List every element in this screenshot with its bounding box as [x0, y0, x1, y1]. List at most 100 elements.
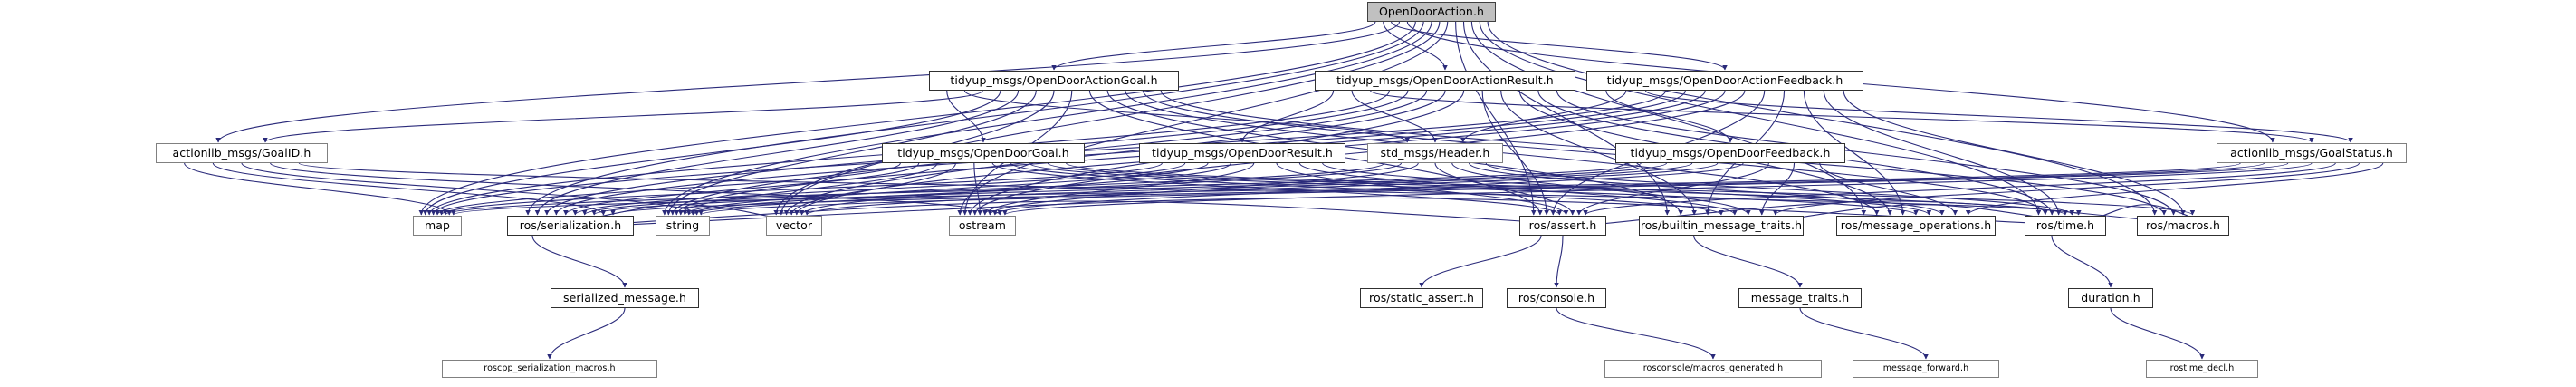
graph-edge: [1322, 162, 1932, 216]
graph-node-label: message_forward.h: [1882, 363, 1969, 374]
graph-edge: [610, 162, 2265, 216]
graph-edge: [1843, 90, 2186, 216]
graph-edge: [1605, 90, 1733, 143]
graph-node-goal_status[interactable]: actionlib_msgs/GoalStatus.h: [2217, 143, 2407, 163]
graph-edge: [1240, 90, 1335, 143]
graph-node-label: tidyup_msgs/OpenDoorResult.h: [1152, 145, 1333, 160]
graph-edge: [1823, 90, 2062, 216]
graph-edge: [1799, 307, 1929, 360]
graph-edge: [982, 162, 1255, 216]
graph-node-label: rostime_decl.h: [2169, 363, 2235, 374]
graph-node-open_door_result[interactable]: tidyup_msgs/OpenDoorResult.h: [1139, 143, 1345, 163]
graph-node-message_traits[interactable]: message_traits.h: [1738, 288, 1862, 308]
graph-node-duration[interactable]: duration.h: [2068, 288, 2153, 308]
graph-node-label: ros/macros.h: [2145, 218, 2221, 232]
graph-edge: [1451, 162, 1751, 216]
graph-edge: [418, 21, 1416, 216]
graph-node-label: std_msgs/Header.h: [1380, 145, 1490, 160]
graph-edge: [1462, 21, 1671, 216]
graph-edge: [678, 162, 938, 216]
graph-edge: [1468, 162, 1945, 216]
graph-edge: [553, 90, 1686, 216]
graph-node-label: string: [666, 218, 700, 232]
graph-edge: [591, 162, 1667, 216]
graph-edge: [531, 235, 627, 288]
graph-node-label: tidyup_msgs/OpenDoorActionGoal.h: [950, 73, 1158, 87]
graph-node-ros_builtin_traits[interactable]: ros/builtin_message_traits.h: [1639, 216, 1804, 236]
graph-edge: [987, 162, 1419, 216]
graph-node-label: roscpp_serialization_macros.h: [484, 363, 616, 374]
graph-node-serialized_message[interactable]: serialized_message.h: [551, 288, 699, 308]
graph-edge: [1556, 307, 1716, 360]
graph-node-result_action[interactable]: tidyup_msgs/OpenDoorActionResult.h: [1315, 71, 1575, 91]
graph-edge: [547, 307, 626, 360]
graph-node-label: tidyup_msgs/OpenDoorActionFeedback.h: [1606, 73, 1843, 87]
graph-edge: [992, 162, 1744, 216]
graph-node-label: map: [424, 218, 451, 232]
graph-node-open_door_goal[interactable]: tidyup_msgs/OpenDoorGoal.h: [882, 143, 1085, 163]
graph-edge: [1576, 162, 1769, 216]
graph-node-std_header[interactable]: std_msgs/Header.h: [1367, 143, 1503, 163]
graph-edge: [963, 90, 1410, 143]
graph-node-ostream[interactable]: ostream: [949, 216, 1016, 236]
graph-edge: [1479, 21, 2042, 216]
graph-node-label: duration.h: [2081, 290, 2140, 305]
graph-node-goal_action[interactable]: tidyup_msgs/OpenDoorActionGoal.h: [929, 71, 1179, 91]
graph-edge: [525, 21, 1424, 216]
graph-edge: [973, 162, 982, 216]
graph-node-ros_message_ops[interactable]: ros/message_operations.h: [1836, 216, 1996, 236]
graph-edge: [451, 162, 2241, 216]
graph-node-message_forward[interactable]: message_forward.h: [1853, 360, 1999, 378]
graph-node-label: OpenDoorAction.h: [1378, 4, 1485, 18]
graph-node-rosconsole_macros_gen[interactable]: rosconsole/macros_generated.h: [1604, 360, 1822, 378]
graph-edge: [241, 162, 700, 216]
graph-node-open_door_feedback[interactable]: tidyup_msgs/OpenDoorFeedback.h: [1615, 143, 1845, 163]
graph-node-label: ostream: [958, 218, 1007, 232]
graph-edge: [443, 162, 1642, 216]
graph-node-rostime_decl[interactable]: rostime_decl.h: [2146, 360, 2258, 378]
graph-node-ros_time[interactable]: ros/time.h: [2025, 216, 2106, 236]
graph-edge: [212, 162, 607, 216]
graph-node-label: tidyup_msgs/OpenDoorActionResult.h: [1336, 73, 1554, 87]
graph-edge: [957, 21, 1449, 216]
graph-edge: [1693, 235, 1803, 288]
graph-edge: [1554, 235, 1564, 288]
graph-node-vector[interactable]: vector: [766, 216, 822, 236]
graph-edge: [263, 90, 983, 143]
graph-node-map[interactable]: map: [413, 216, 462, 236]
graph-edge: [1276, 162, 1569, 216]
graph-edge: [1351, 90, 1438, 143]
graph-node-ros_console[interactable]: ros/console.h: [1507, 288, 1606, 308]
graph-node-ros_serialization[interactable]: ros/serialization.h: [507, 216, 634, 236]
graph-edge: [1470, 21, 1866, 216]
graph-node-label: tidyup_msgs/OpenDoorFeedback.h: [1630, 145, 1831, 160]
graph-edge: [991, 162, 1563, 216]
graph-edge: [1485, 162, 2074, 216]
graph-node-label: ros/message_operations.h: [1840, 218, 1992, 232]
graph-edge: [1419, 235, 1542, 288]
graph-edge: [1455, 21, 1537, 216]
graph-edge: [1583, 162, 2336, 216]
graph-node-roscpp_ser_macros[interactable]: roscpp_serialization_macros.h: [442, 360, 657, 378]
graph-edge: [1460, 90, 1627, 143]
graph-edge: [946, 90, 986, 143]
graph-node-label: ros/builtin_message_traits.h: [1640, 218, 1803, 232]
graph-node-feedback_action[interactable]: tidyup_msgs/OpenDoorActionFeedback.h: [1586, 71, 1863, 91]
graph-node-ros_assert[interactable]: ros/assert.h: [1519, 216, 1606, 236]
graph-node-string[interactable]: string: [656, 216, 710, 236]
graph-node-ros_macros[interactable]: ros/macros.h: [2137, 216, 2229, 236]
graph-edge: [1487, 21, 2158, 216]
graph-node-label: ros/console.h: [1518, 290, 1595, 305]
graph-edge: [582, 162, 1385, 216]
graph-edge: [698, 162, 2289, 216]
graph-node-goal_id[interactable]: actionlib_msgs/GoalID.h: [156, 143, 328, 163]
graph-edge: [1066, 162, 2195, 216]
graph-node-root[interactable]: OpenDoorAction.h: [1367, 2, 1496, 22]
graph-edge: [804, 162, 1719, 216]
graph-edge: [794, 162, 956, 216]
graph-edge: [662, 21, 1432, 216]
graph-edge: [1434, 162, 1575, 216]
graph-node-ros_static_assert[interactable]: ros/static_assert.h: [1360, 288, 1483, 308]
graph-edge: [1819, 162, 1958, 216]
